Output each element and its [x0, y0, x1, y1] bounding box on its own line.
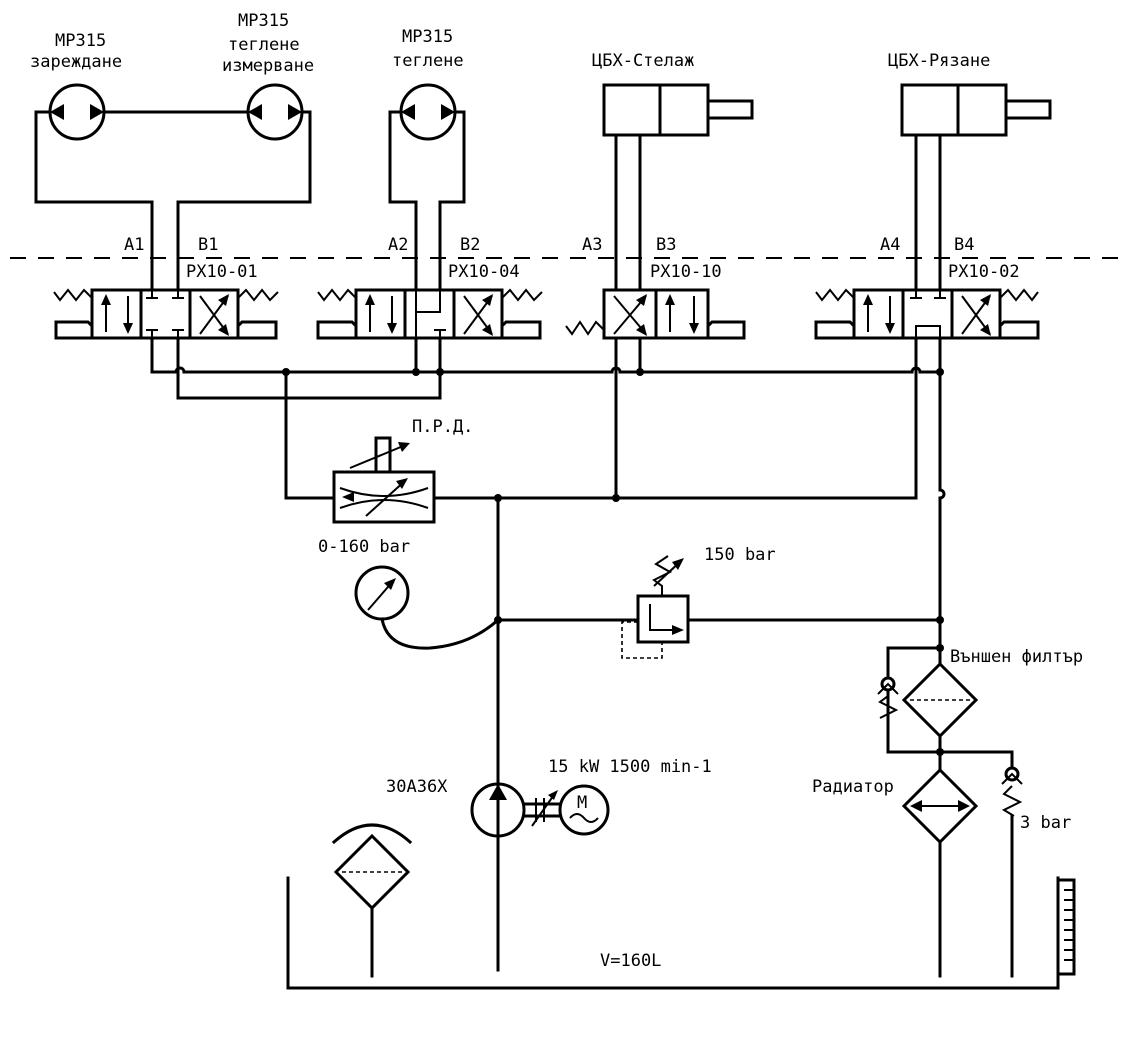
pump-model: 30А36Х — [386, 777, 448, 797]
junction — [436, 368, 444, 376]
cylinder-stelazh — [602, 83, 754, 292]
relief-valve-setting: 150 bar — [704, 545, 776, 565]
junction — [494, 494, 502, 502]
tank-level-indicator — [1056, 878, 1076, 976]
hydraulic-motor-2 — [246, 83, 304, 141]
motor-2-role: теглене — [228, 35, 300, 55]
directional-valve-4 — [814, 288, 1040, 340]
radiator-label: Радиатор — [812, 777, 894, 797]
valve-3-port-b: B3 — [656, 235, 676, 255]
junction — [936, 616, 944, 624]
distribution-piping — [150, 336, 946, 972]
junction — [494, 616, 502, 624]
external-filter — [877, 646, 1014, 772]
valve-2-port-a: A2 — [388, 235, 408, 255]
directional-valve-1 — [53, 288, 279, 340]
junction — [612, 494, 620, 502]
valve-1-port-a: A1 — [124, 235, 144, 255]
junction — [936, 368, 944, 376]
cylinder-2-label: ЦБХ-Рязане — [888, 51, 990, 71]
cylinder-ryazane — [900, 83, 1052, 292]
flow-regulator-label: П.Р.Д. — [412, 417, 473, 437]
junction — [412, 368, 420, 376]
valve-3-model: PX10-10 — [650, 262, 722, 282]
motor-piping — [34, 110, 466, 292]
cylinder-1-label: ЦБХ-Стелаж — [592, 51, 694, 71]
motor-1-model: MP315 — [55, 31, 106, 51]
electric-motor-symbol: M — [577, 793, 587, 813]
junction — [282, 368, 290, 376]
junction — [936, 644, 944, 652]
tank — [286, 876, 1060, 990]
check-valve-setting: 3 bar — [1020, 813, 1071, 833]
hydraulic-motor-1 — [48, 83, 106, 141]
radiator — [901, 750, 979, 978]
relief-valve — [621, 555, 690, 659]
motor-1-role: зареждане — [30, 52, 122, 72]
motor-spec: 15 kW 1500 min-1 — [548, 757, 712, 777]
directional-valve-3 — [565, 288, 746, 340]
tank-volume: V=160L — [600, 951, 661, 971]
hydraulic-motor-3 — [399, 83, 457, 141]
motor-2-role2: измерване — [222, 56, 314, 76]
motor-2-model: MP315 — [238, 11, 289, 31]
suction-filter — [331, 823, 413, 978]
check-valve-3bar — [1001, 766, 1023, 978]
valve-1-model: PX10-01 — [186, 262, 258, 282]
valve-3-port-a: A3 — [582, 235, 602, 255]
flow-regulator — [332, 436, 436, 524]
valve-2-port-b: B2 — [460, 235, 480, 255]
pump-coupling — [522, 790, 562, 827]
pressure-gauge — [354, 565, 501, 650]
valve-2-model: PX10-04 — [448, 262, 520, 282]
motor-3-model: MP315 — [402, 27, 453, 47]
valve-4-port-b: B4 — [954, 235, 974, 255]
hydraulic-pump — [470, 782, 526, 838]
valve-4-model: PX10-02 — [948, 262, 1020, 282]
junction — [636, 368, 644, 376]
motor-3-role: теглене — [392, 51, 464, 71]
gauge-range-label: 0-160 bar — [318, 537, 410, 557]
valve-4-port-a: A4 — [880, 235, 900, 255]
directional-valve-2 — [316, 288, 543, 340]
valve-1-port-b: B1 — [198, 235, 218, 255]
electric-motor: M — [558, 784, 610, 836]
external-filter-label: Външен филтър — [950, 647, 1083, 667]
